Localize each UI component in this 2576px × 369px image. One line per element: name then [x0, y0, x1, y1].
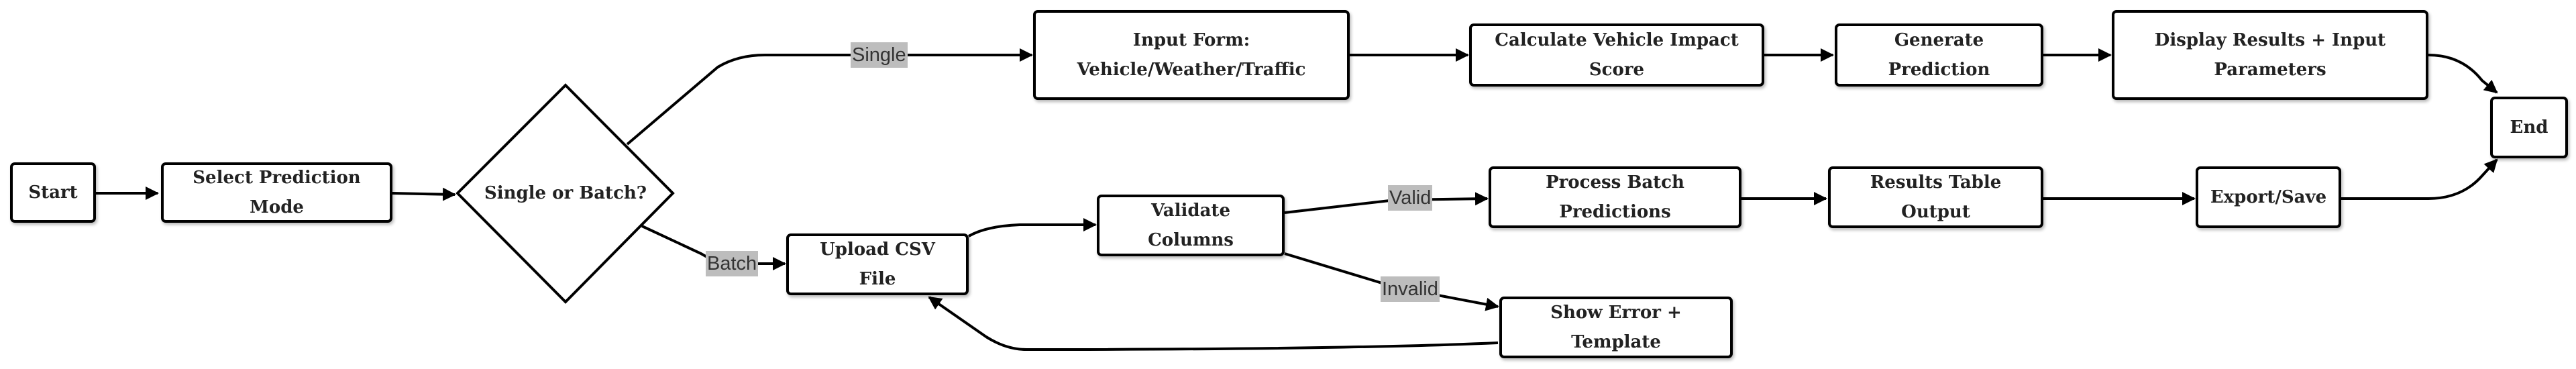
edge-error-to-upload: [928, 296, 1499, 352]
select-prediction-mode-node[interactable]: Select Prediction Mode: [161, 162, 392, 223]
input-form-line2: Vehicle/Weather/Traffic: [1077, 60, 1306, 80]
export-save-node[interactable]: Export/Save: [2196, 166, 2341, 228]
input-form-line1: Input Form:: [1132, 30, 1250, 50]
end-node[interactable]: End: [2490, 97, 2568, 158]
process-batch-predictions-node[interactable]: Process Batch Predictions: [1489, 166, 1741, 228]
input-form-node[interactable]: Input Form: Vehicle/Weather/Traffic: [1033, 10, 1350, 100]
edge-validate-to-process: [1284, 192, 1489, 214]
show-error-template-node[interactable]: Show Error + Template: [1499, 297, 1733, 358]
edge-export-to-end: [2341, 158, 2498, 200]
upload-csv-file-node[interactable]: Upload CSV File: [786, 233, 969, 295]
decision-label: Single or Batch?: [484, 183, 647, 203]
results-table-output-node[interactable]: Results Table Output: [1828, 166, 2043, 228]
edge-select-to-decision: [392, 187, 456, 201]
validate-columns-node[interactable]: Validate Columns: [1097, 195, 1285, 256]
calculate-vehicle-impact-score-node[interactable]: Calculate Vehicle Impact Score: [1469, 23, 1764, 87]
edge-label-valid: Valid: [1388, 185, 1433, 211]
edge-label-single: Single: [851, 42, 908, 68]
display-results-node[interactable]: Display Results + Input Parameters: [2112, 10, 2428, 100]
display-results-line2: Parameters: [2214, 60, 2326, 80]
edge-label-invalid: Invalid: [1381, 276, 1440, 302]
generate-prediction-node[interactable]: Generate Prediction: [1835, 23, 2043, 87]
edge-decision-to-input-form: [626, 48, 1033, 146]
display-results-line1: Display Results + Input: [2154, 30, 2386, 50]
start-node[interactable]: Start: [10, 162, 96, 223]
decision-diamond: [455, 83, 675, 304]
edge-upload-to-validate: [968, 218, 1097, 238]
edge-label-batch: Batch: [706, 251, 759, 276]
edge-display-to-end: [2428, 54, 2498, 94]
